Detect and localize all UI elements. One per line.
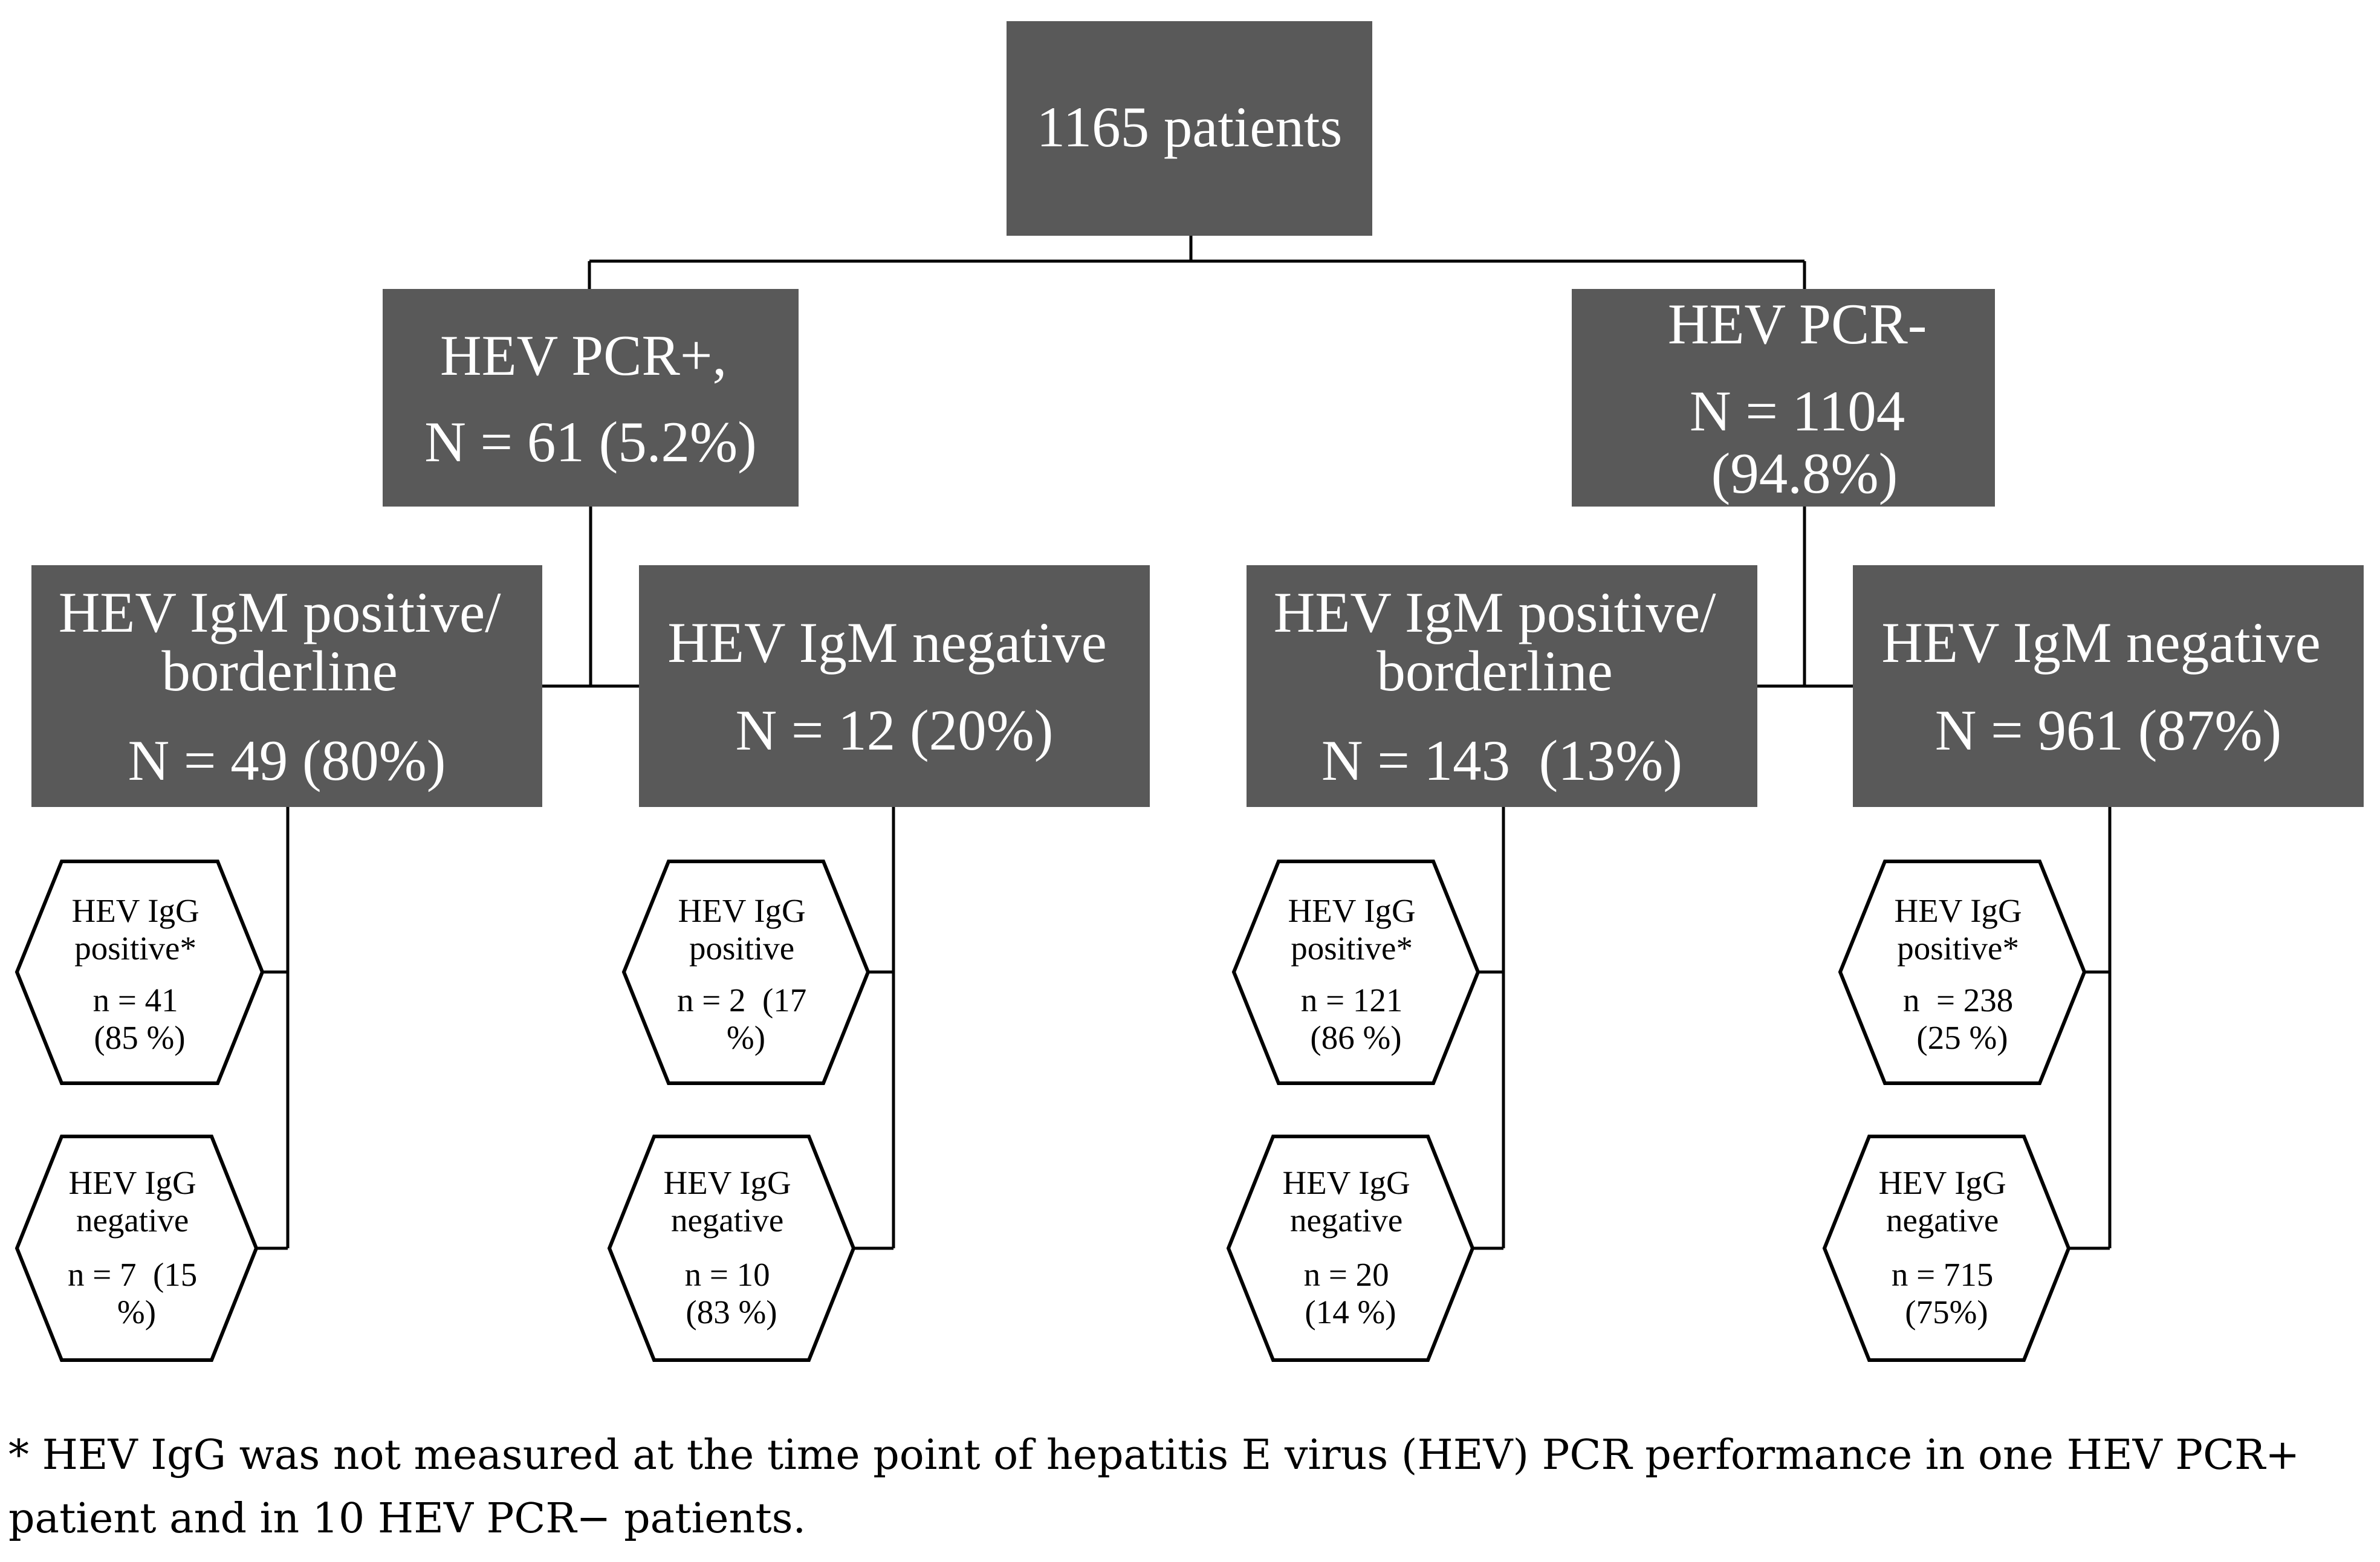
igm-negative-left-box: HEV IgM negative N = 12 (20%) <box>639 565 1150 807</box>
hex-igg-positive-right: HEV IgG positive* n = 238 (25 %) <box>1838 860 2087 1085</box>
hex-igg-positive-right-label: HEV IgG positive* n = 238 (25 %) <box>1894 892 2030 1056</box>
connector-igm-pos-right <box>1473 807 1505 1250</box>
hex-igg-positive-left: HEV IgG positive* n = 41 (85 %) <box>15 860 265 1085</box>
hex-igg-negative-right-label: HEV IgG negative n = 715 (75%) <box>1878 1164 2014 1330</box>
igm-positive-left-box: HEV IgM positive/ borderline N = 49 (80%… <box>31 565 542 807</box>
hex-igg-negative-left-label: HEV IgG negative n = 7 (15 %) <box>68 1164 206 1330</box>
hex-igg-negative-mid-right: HEV IgG negative n = 20 (14 %) <box>1226 1135 1475 1362</box>
igm-positive-left-box-label: HEV IgM positive/ borderline N = 49 (80%… <box>59 580 516 792</box>
footnote: * HEV IgG was not measured at the time p… <box>8 1424 2366 1551</box>
pcr-negative-box: HEV PCR- N = 1104 (94.8%) <box>1572 289 1995 507</box>
hex-igg-positive-left-label: HEV IgG positive* n = 41 (85 %) <box>71 892 207 1056</box>
hex-igg-negative-left: HEV IgG negative n = 7 (15 %) <box>15 1135 259 1362</box>
igm-positive-right-box: HEV IgM positive/ borderline N = 143 (13… <box>1247 565 1757 807</box>
hex-igg-negative-mid-left-label: HEV IgG negative n = 10 (83 %) <box>663 1164 799 1330</box>
hex-igg-negative-mid-left: HEV IgG negative n = 10 (83 %) <box>607 1135 856 1362</box>
igm-negative-right-box-label: HEV IgM negative N = 961 (87%) <box>1881 611 2335 762</box>
hex-igg-positive-mid-right: HEV IgG positive* n = 121 (86 %) <box>1231 860 1480 1085</box>
igm-positive-right-box-label: HEV IgM positive/ borderline N = 143 (13… <box>1274 580 1731 792</box>
root-box: 1165 patients <box>1007 21 1372 236</box>
hex-igg-negative-mid-right-label: HEV IgG negative n = 20 (14 %) <box>1282 1164 1418 1330</box>
connector-igm-neg-right <box>2069 807 2112 1250</box>
hex-igg-positive-mid-left: HEV IgG positive n = 2 (17 %) <box>621 860 871 1085</box>
hex-igg-positive-mid-right-label: HEV IgG positive* n = 121 (86 %) <box>1288 892 1424 1056</box>
igm-negative-left-box-label: HEV IgM negative N = 12 (20%) <box>667 611 1121 762</box>
connector-pcr-pos <box>542 507 639 688</box>
connector-igm-pos-left <box>256 807 290 1250</box>
footnote-line-2: patient and in 10 HEV PCR− patients. <box>8 1495 806 1543</box>
connector-root <box>588 236 1806 289</box>
footnote-line-1: * HEV IgG was not measured at the time p… <box>8 1431 2300 1479</box>
hex-igg-negative-right: HEV IgG negative n = 715 (75%) <box>1822 1135 2071 1362</box>
pcr-positive-box-label: HEV PCR+, N = 61 (5.2%) <box>424 323 757 474</box>
connector-igm-neg-left <box>854 807 895 1250</box>
igm-negative-right-box: HEV IgM negative N = 961 (87%) <box>1853 565 2364 807</box>
hex-igg-positive-mid-left-label: HEV IgG positive n = 2 (17 %) <box>677 892 815 1056</box>
connector-pcr-neg <box>1756 507 1853 688</box>
root-box-label: 1165 patients <box>1037 95 1343 159</box>
connectors <box>256 236 2112 1250</box>
pcr-negative-box-label: HEV PCR- N = 1104 (94.8%) <box>1668 292 1941 505</box>
pcr-positive-box: HEV PCR+, N = 61 (5.2%) <box>383 289 799 507</box>
